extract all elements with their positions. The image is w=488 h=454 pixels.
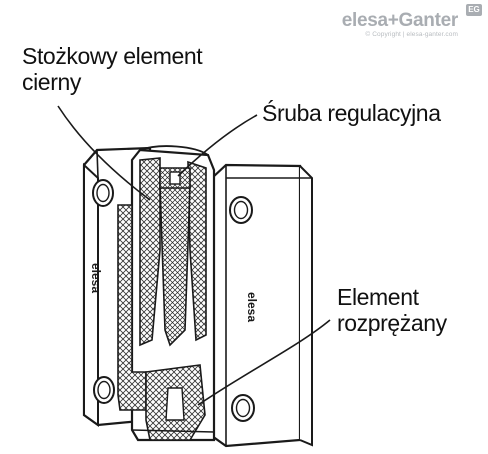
lower-left-mounting-hole	[93, 376, 115, 404]
upper-left-mounting-hole	[92, 179, 114, 207]
label-cone-element-line2: cierny	[22, 69, 81, 95]
left-leaf-marking: elesa	[89, 263, 103, 293]
right-leaf-marking: elesa	[245, 292, 259, 322]
label-expanding-element-line1: Element	[337, 284, 419, 310]
lower-right-mounting-hole	[231, 394, 255, 422]
brand-badge: EG	[466, 4, 482, 16]
leader-expanding-element	[197, 319, 331, 406]
brand-logo: elesa+Ganter	[341, 10, 459, 31]
label-cone-element-line1: Stożkowy element	[22, 43, 203, 69]
hinge-knuckle-section	[117, 145, 216, 442]
label-expanding-element: Element rozprężany	[337, 284, 447, 336]
label-expanding-element-line2: rozprężany	[337, 310, 447, 336]
leader-adjusting-screw	[177, 114, 258, 177]
brand-watermark: elesa+Ganter © Copyright | elesa-ganter.…	[341, 10, 459, 38]
right-hinge-leaf: elesa	[210, 163, 313, 448]
leader-cone-element	[57, 105, 151, 201]
brand-copyright: © Copyright | elesa-ganter.com	[365, 31, 458, 38]
label-adjusting-screw: Śruba regulacyjna	[262, 100, 441, 126]
leader-lines	[57, 105, 331, 406]
upper-right-mounting-hole	[229, 196, 253, 224]
label-cone-element: Stożkowy element cierny	[22, 43, 203, 95]
conical-friction-element	[159, 185, 191, 347]
